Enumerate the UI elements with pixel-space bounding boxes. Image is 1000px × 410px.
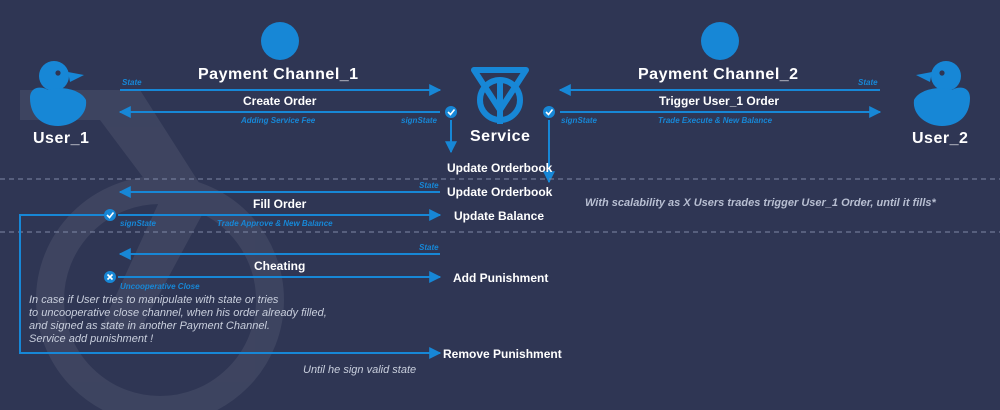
user-1-label: User_1 — [33, 130, 90, 147]
remove-punishment-label: Remove Punishment — [443, 347, 562, 361]
sign-state-label-3: signState — [120, 219, 157, 228]
until-valid-state-note: Until he sign valid state — [303, 364, 417, 376]
check-circle-icon — [543, 106, 555, 118]
state-label-left: State — [122, 78, 142, 87]
update-balance-label: Update Balance — [454, 209, 545, 223]
punish-note-line-2: to uncooperative close channel, when his… — [29, 307, 327, 319]
sign-state-label-2: signState — [561, 116, 598, 125]
channel-1-indicator — [261, 22, 299, 60]
trigger-order-label: Trigger User_1 Order — [659, 94, 780, 108]
adding-service-fee-label: Adding Service Fee — [241, 116, 316, 125]
update-orderbook-label-2: Update Orderbook — [447, 185, 553, 199]
state-label-right: State — [858, 78, 878, 87]
user-2-label: User_2 — [912, 130, 969, 147]
state-label-2: State — [419, 181, 439, 190]
x-circle-icon — [104, 271, 116, 283]
sign-state-label-1: signState — [401, 116, 438, 125]
duck-icon — [913, 61, 970, 126]
service-label: Service — [470, 128, 531, 145]
fill-order-label: Fill Order — [253, 197, 307, 211]
watermark-logo — [20, 90, 284, 410]
service-logo-icon — [471, 67, 529, 124]
punish-note-line-3: and signed as state in another Payment C… — [29, 320, 270, 332]
payment-channel-1-title: Payment Channel_1 — [198, 66, 359, 83]
trade-approve-label: Trade Approve & New Balance — [217, 219, 333, 228]
punish-note-line-4: Service add punishment ! — [29, 333, 154, 345]
scalability-note: With scalability as X Users trades trigg… — [585, 197, 936, 209]
check-circle-icon — [104, 209, 116, 221]
update-orderbook-label-1: Update Orderbook — [447, 161, 553, 175]
punish-note-line-1: In case if User tries to manipulate with… — [29, 294, 279, 306]
trade-execute-label: Trade Execute & New Balance — [658, 116, 773, 125]
create-order-label: Create Order — [243, 94, 317, 108]
uncooperative-close-label: Uncooperative Close — [120, 282, 200, 291]
add-punishment-label: Add Punishment — [453, 271, 549, 285]
payment-channel-2-title: Payment Channel_2 — [638, 66, 799, 83]
channel-2-indicator — [701, 22, 739, 60]
duck-icon — [30, 61, 87, 126]
check-circle-icon — [445, 106, 457, 118]
cheating-label: Cheating — [254, 259, 306, 273]
state-label-3: State — [419, 243, 439, 252]
